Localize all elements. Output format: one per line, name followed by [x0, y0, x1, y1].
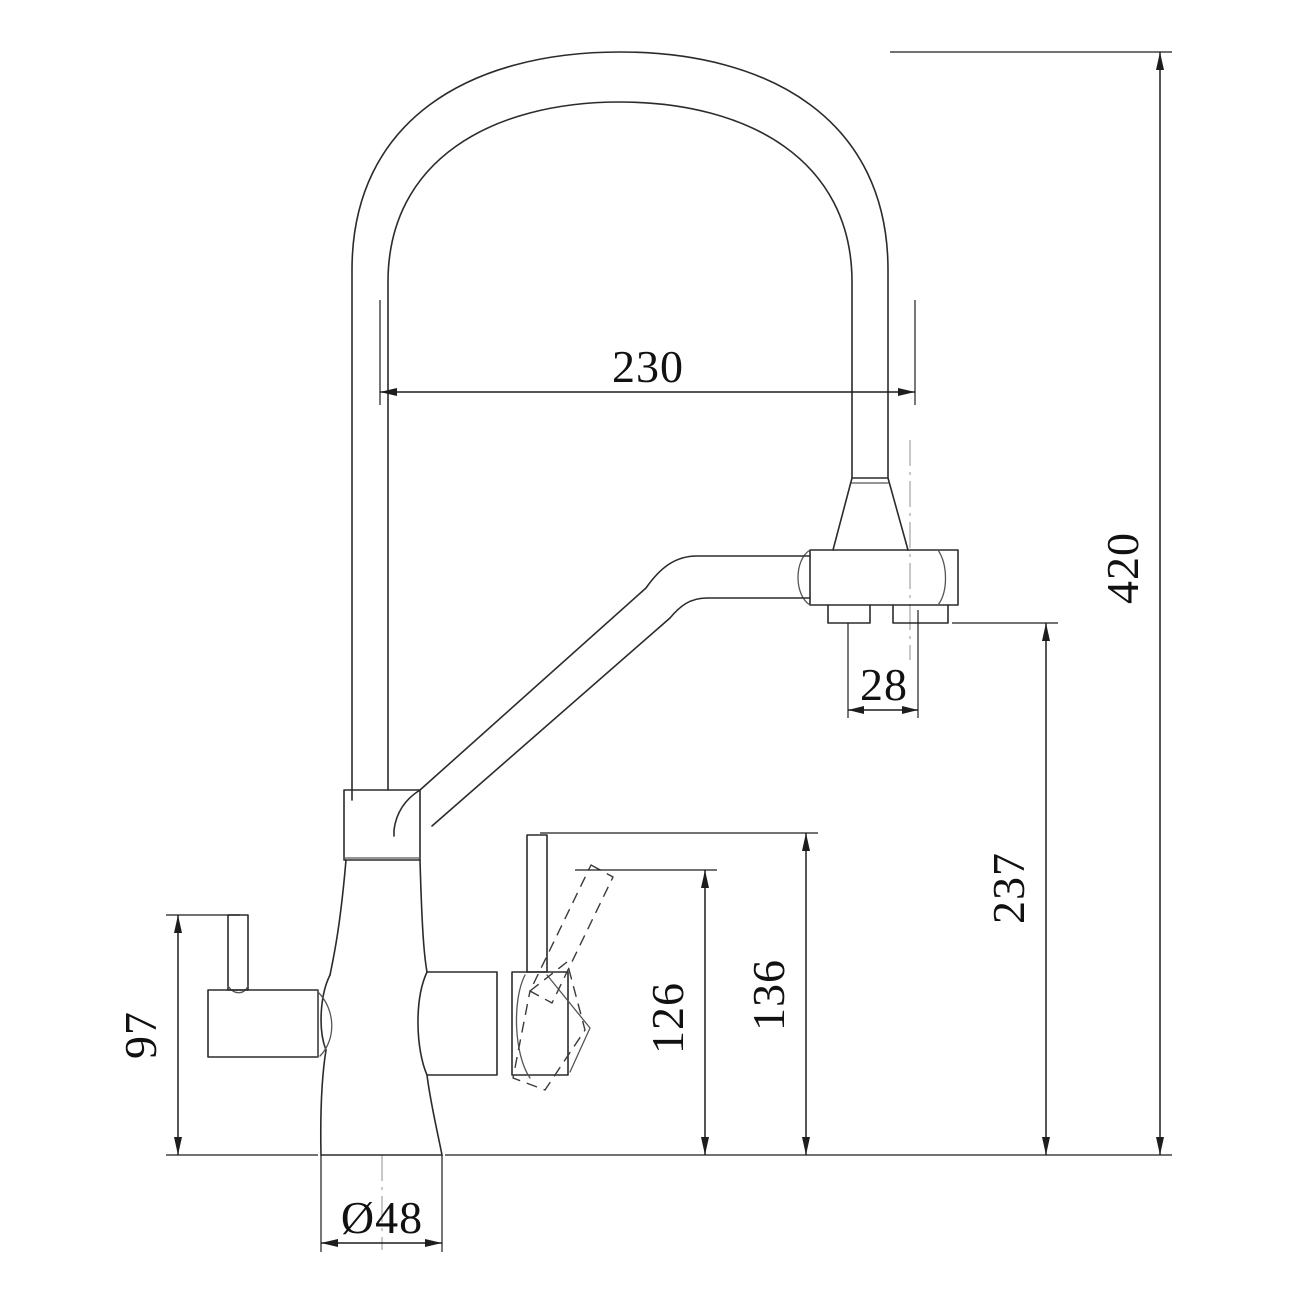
- center-lines: [381, 440, 911, 1250]
- dim-237-arrow-bottom: [1042, 1137, 1050, 1155]
- dimension-base-diameter: Ø48: [320, 1155, 443, 1252]
- body-column-left: [329, 859, 347, 976]
- dim-28-arrow-left: [848, 706, 864, 714]
- filter-lever-arm: [227, 914, 249, 991]
- nozzle-stub-left: [827, 604, 871, 624]
- dim-28-label: 28: [860, 659, 908, 710]
- body-stem-left: [319, 1049, 327, 1156]
- dim-126-arrow-bottom: [701, 1137, 709, 1155]
- faucet-outline: [207, 51, 959, 1156]
- spout-arm-upper-edge: [419, 555, 811, 791]
- spout-arm-base-fillet: [393, 789, 421, 837]
- dimension-28: 28: [847, 610, 919, 718]
- mixer-handle-lever-face: [546, 974, 591, 1073]
- dimension-420: 420: [445, 51, 1172, 1156]
- dimension-126: 126: [575, 869, 717, 1155]
- mixer-handle-hub-arc: [515, 974, 531, 1079]
- gooseneck-inner-contour: [387, 101, 853, 791]
- dim-97-arrow-bottom: [174, 1137, 182, 1155]
- spout-arm-lower-edge: [431, 597, 811, 827]
- filter-lever-arm-tip: [227, 985, 249, 994]
- dim-136-arrow-bottom: [802, 1137, 810, 1155]
- body-left-shoulder: [320, 974, 331, 1051]
- dim-126-arrow-top: [701, 870, 709, 888]
- body-top-collar: [343, 789, 421, 861]
- spray-head-body: [809, 549, 959, 606]
- dim-230-arrow-left: [380, 388, 397, 396]
- mixer-handle-solid: [526, 834, 548, 973]
- body-handle-housing: [417, 971, 498, 1076]
- spray-head-collar: [832, 477, 909, 551]
- spray-head-inner-arc: [937, 549, 947, 606]
- dim-48-arrow-left: [321, 1239, 338, 1247]
- dim-136-arrow-top: [802, 833, 810, 851]
- body-column-right: [419, 859, 428, 973]
- dim-420-label: 420: [1097, 532, 1148, 604]
- filter-lever-hub-round: [317, 991, 333, 1057]
- dim-230-label: 230: [612, 341, 684, 392]
- dim-230-arrow-right: [898, 388, 915, 396]
- mixer-handle-raised-phantom: [529, 864, 614, 1004]
- dim-136-label: 136: [743, 959, 794, 1031]
- dim-28-arrow-right: [902, 706, 918, 714]
- dimension-230: 230: [379, 300, 916, 405]
- dim-126-label: 126: [642, 982, 693, 1054]
- dimension-97: 97: [115, 914, 318, 1156]
- dim-48-label: Ø48: [341, 1192, 423, 1243]
- dim-237-label: 237: [983, 852, 1034, 924]
- dim-420-arrow-bottom: [1156, 1137, 1164, 1155]
- filter-lever-hub: [207, 989, 319, 1058]
- gooseneck-outer-contour: [351, 51, 889, 801]
- dim-420-arrow-top: [1156, 52, 1164, 70]
- dimension-237: 237: [952, 622, 1058, 1155]
- spray-head-rounded-end: [797, 549, 811, 606]
- nozzle-stub-right: [892, 604, 949, 624]
- dim-48-arrow-right: [425, 1239, 442, 1247]
- dimension-136: 136: [540, 832, 818, 1155]
- mixer-handle-raised-hub-phantom: [512, 961, 586, 1091]
- dim-97-arrow-top: [174, 915, 182, 933]
- dim-237-arrow-top: [1042, 623, 1050, 641]
- body-stem-right: [426, 1074, 443, 1156]
- mixer-handle-hub: [511, 971, 569, 1076]
- dim-97-label: 97: [115, 1011, 166, 1059]
